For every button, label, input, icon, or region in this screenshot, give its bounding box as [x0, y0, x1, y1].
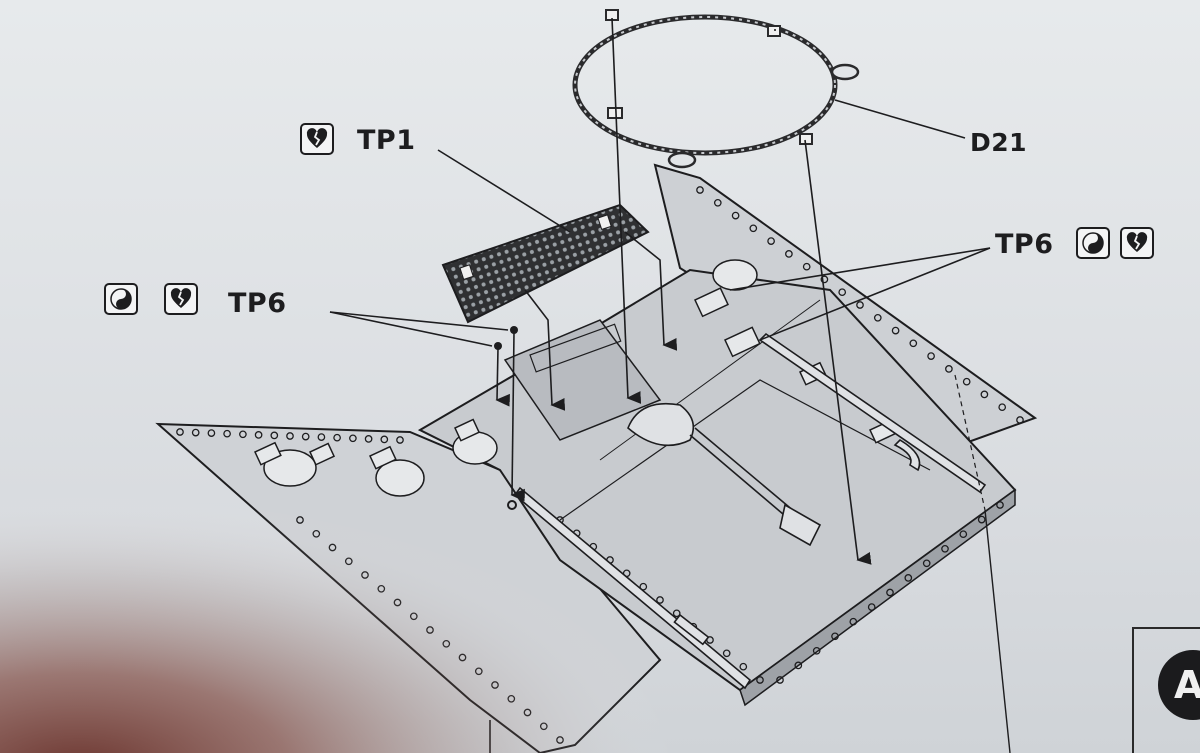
rivet — [785, 250, 793, 258]
rivet — [909, 339, 918, 348]
tp6-right-yinyang-badge — [1076, 227, 1110, 259]
rivet — [838, 288, 847, 297]
rivet — [904, 574, 913, 582]
tp1-badge — [300, 123, 334, 155]
rivet — [891, 326, 900, 335]
tow-cable-d21 — [572, 9, 860, 169]
rivet — [696, 186, 704, 194]
step-box — [1132, 627, 1200, 753]
tp6-left-heart-badge — [164, 283, 198, 315]
rivet — [962, 377, 971, 386]
rivet — [749, 224, 758, 233]
yin-yang-icon — [1082, 232, 1104, 254]
rivet — [873, 313, 882, 322]
rivet — [767, 237, 775, 245]
tp6-right-label: TP6 — [995, 229, 1054, 260]
photo-shadow — [0, 380, 800, 753]
rivet — [886, 588, 894, 597]
rivet — [1016, 416, 1024, 424]
d21-label: D21 — [970, 128, 1028, 157]
tp6-right-heart-badge — [1120, 227, 1154, 259]
rivet — [831, 632, 839, 641]
rivet — [731, 211, 740, 220]
rivet — [849, 617, 858, 626]
rivet — [977, 515, 986, 524]
tp6-left-label: TP6 — [228, 288, 287, 319]
broken-heart-icon — [306, 128, 328, 148]
rivet — [922, 559, 931, 568]
rivet — [998, 403, 1007, 412]
rivet — [959, 530, 968, 539]
step-letter: A — [1174, 663, 1200, 707]
rivet — [867, 603, 876, 611]
tp1-label: TP1 — [357, 125, 416, 156]
pry-bar — [758, 332, 987, 494]
rivet — [856, 301, 864, 309]
yin-yang-icon — [110, 288, 132, 310]
rivet — [802, 262, 811, 271]
rivet — [812, 646, 821, 655]
rivet — [980, 390, 989, 399]
broken-heart-icon — [170, 288, 192, 308]
tp6-left-yinyang-badge — [104, 283, 138, 315]
broken-heart-icon — [1126, 232, 1148, 252]
rivet — [996, 501, 1004, 509]
rivet — [927, 352, 935, 360]
rivet — [945, 365, 953, 373]
rivet — [713, 198, 722, 207]
mesh-screen-tp1 — [441, 203, 650, 324]
rivet — [941, 544, 949, 553]
rivet — [820, 275, 829, 284]
